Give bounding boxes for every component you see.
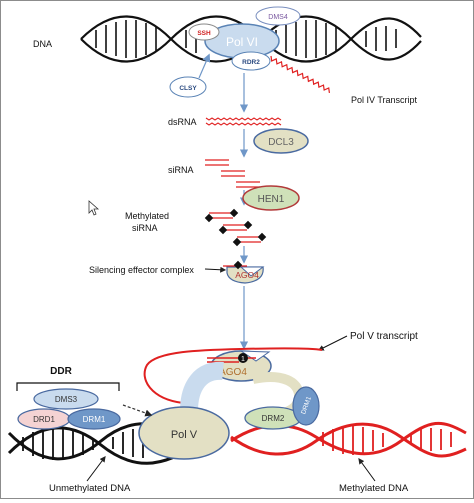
ssh-oval xyxy=(188,23,220,41)
drd1-label: DRD1 xyxy=(33,415,55,424)
effector-complex-pointer xyxy=(204,266,227,273)
rdr2-oval xyxy=(231,51,271,71)
hen1-oval xyxy=(242,185,300,211)
pol-iv-transcript-label: Pol IV Transcript xyxy=(351,95,418,105)
methylated-sirna-label-line2: siRNA xyxy=(132,223,158,233)
ddr-to-pol-v-dashed-arrow xyxy=(122,404,153,417)
methylated-sirna-fragments xyxy=(204,208,267,247)
rdr2-label: RDR2 xyxy=(242,59,260,66)
ssh-label: SSH xyxy=(197,30,211,37)
sirna-fragments xyxy=(205,159,260,188)
pol-iv-transcript-strand xyxy=(270,55,331,94)
dms4-oval xyxy=(255,6,301,26)
unmethylated-dna-label: Unmethylated DNA xyxy=(49,483,131,494)
methylated-dna-label: Methylated DNA xyxy=(339,483,409,494)
methylated-sirna-label-line1: Methylated xyxy=(125,211,169,221)
methylated-dna-pointer xyxy=(358,458,376,482)
silencing-effector-complex-label: Silencing effector complex xyxy=(89,265,194,275)
dcl3-oval xyxy=(253,128,309,154)
pol-v-complex xyxy=(138,361,230,460)
dsrna-label: dsRNA xyxy=(168,117,197,127)
pol-v-label: Pol V xyxy=(171,429,198,441)
pol-v-transcript-label: Pol V transcript xyxy=(350,331,418,342)
ago4-large-label: AGO4 xyxy=(219,367,247,378)
ddr-label: DDR xyxy=(50,366,72,377)
mouse-cursor-icon xyxy=(88,200,100,216)
pol-iv-label: Pol VI xyxy=(226,35,258,49)
clsy-oval xyxy=(169,76,207,98)
hen1-label: HEN1 xyxy=(258,194,285,205)
dsrna-strand-2 xyxy=(205,122,282,126)
clsy-label: CLSY xyxy=(179,85,197,92)
dsrna-strand-1 xyxy=(205,117,282,121)
drm1-left-label: DRM1 xyxy=(83,415,106,424)
pol-v-transcript-strand xyxy=(143,347,323,404)
sirna-label: siRNA xyxy=(168,165,194,175)
ddr-bracket xyxy=(16,382,120,391)
drm1-right-oval xyxy=(292,386,320,426)
dna-label: DNA xyxy=(33,39,52,49)
svg-text:1: 1 xyxy=(241,356,245,363)
dms4-label: DMS4 xyxy=(268,14,288,21)
drm1-left-oval xyxy=(67,408,121,430)
dms3-oval xyxy=(33,388,99,410)
pol-v-transcript-pointer xyxy=(317,335,348,351)
unmethylated-dna-pointer xyxy=(86,456,106,482)
ago4-effector-label: AGO4 xyxy=(235,270,259,280)
dms3-label: DMS3 xyxy=(55,395,78,404)
ago4-effector-complex xyxy=(223,260,265,284)
drm2-label: DRM2 xyxy=(262,414,285,423)
dcl3-label: DCL3 xyxy=(268,137,294,148)
clsy-arrow xyxy=(198,53,211,79)
